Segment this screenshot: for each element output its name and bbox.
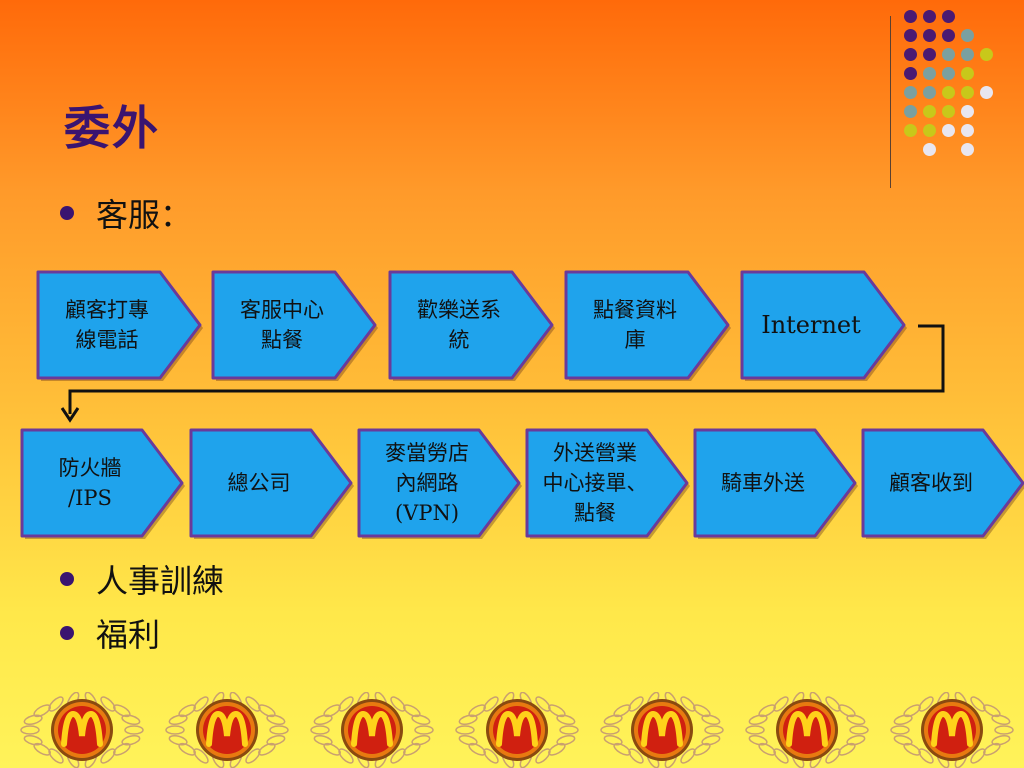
flow-step-label: 騎車外送 (721, 471, 805, 495)
decor-dot (961, 67, 974, 80)
flow-step-label: 點餐資料 (593, 298, 677, 322)
decor-dot (942, 29, 955, 42)
decor-dot (923, 124, 936, 137)
flow-step-arrow-shape (36, 270, 202, 380)
flow-connector-line (68, 324, 945, 414)
bullet-dot-icon (60, 206, 74, 220)
flow-step-arrow-shape (20, 428, 184, 538)
decor-divider-line (890, 16, 891, 188)
bullet-dot-icon (60, 626, 74, 640)
mcdonalds-medal-icon (310, 692, 434, 768)
decor-dot (923, 48, 936, 61)
decor-dot (942, 124, 955, 137)
flow-step-label: 外送營業 (553, 441, 637, 465)
decor-dot (961, 105, 974, 118)
flow-step-label: (VPN) (395, 501, 459, 525)
flow-step-row2-5: 顧客收到 (861, 428, 1024, 539)
decor-dot (961, 48, 974, 61)
decor-dot (923, 143, 936, 156)
flow-step-label: 歡樂送系 (417, 298, 501, 322)
mcdonalds-medal-icon (890, 692, 1014, 768)
bullet-text: 客服： (96, 196, 193, 234)
decor-dot (904, 105, 917, 118)
flow-step-arrow-shape (693, 428, 857, 538)
flow-connector-arrowhead-icon (60, 407, 80, 423)
flow-step-arrow-shape (525, 428, 689, 538)
flow-step-arrow-shape (211, 270, 377, 380)
flow-step-arrow-shape (564, 270, 730, 380)
decor-dot (904, 124, 917, 137)
decor-dot (923, 10, 936, 23)
decor-dot (942, 86, 955, 99)
flow-step-arrow-shape (357, 428, 521, 538)
flow-step-row2-0: 防火牆/IPS (20, 428, 185, 539)
flow-step-label: 客服中心 (240, 298, 324, 322)
mcdonalds-medal-icon (20, 692, 144, 768)
decor-dot (904, 48, 917, 61)
flow-step-label: 統 (449, 328, 470, 352)
bullet-dot-icon (60, 572, 74, 586)
decor-dot (942, 67, 955, 80)
flow-step-row1-4: Internet (740, 270, 907, 381)
mcdonalds-medal-icon (745, 692, 869, 768)
decor-dot (923, 67, 936, 80)
flow-step-label: 防火牆 (59, 456, 122, 480)
decor-dot (961, 143, 974, 156)
flow-step-label: 顧客打專 (65, 298, 149, 322)
flow-step-label: 中心接單、 (543, 471, 648, 495)
decor-dot (961, 124, 974, 137)
decor-dot (923, 86, 936, 99)
mcdonalds-medal-icon (600, 692, 724, 768)
bullet-item-welfare: 福利 (60, 610, 160, 656)
flow-step-row2-4: 騎車外送 (693, 428, 858, 539)
flow-step-label: /IPS (68, 486, 112, 510)
flow-step-label: Internet (761, 311, 861, 339)
flow-step-label: 麥當勞店 (385, 441, 469, 465)
flow-step-label: 內網路 (396, 471, 459, 495)
bullet-text: 福利 (96, 616, 161, 654)
decor-dot (961, 86, 974, 99)
flow-step-arrow-shape (740, 270, 906, 380)
flow-step-label: 顧客收到 (889, 471, 973, 495)
flow-step-arrow-shape (388, 270, 554, 380)
decor-dot (904, 67, 917, 80)
bullet-item-hr-training: 人事訓練 (60, 556, 224, 602)
decor-dot (942, 48, 955, 61)
flow-step-label: 點餐 (574, 501, 616, 525)
flow-step-label: 總公司 (228, 471, 291, 495)
decor-dot (923, 105, 936, 118)
flow-step-row2-1: 總公司 (189, 428, 354, 539)
flow-step-label: 庫 (625, 328, 646, 352)
bullet-text: 人事訓練 (96, 562, 225, 600)
mcdonalds-medal-icon (455, 692, 579, 768)
decor-dot (942, 105, 955, 118)
decor-dot (904, 29, 917, 42)
decor-dot (980, 86, 993, 99)
slide-title: 委外 (64, 101, 160, 155)
flow-step-label: 點餐 (261, 328, 303, 352)
bullet-item-customer-service: 客服： (60, 190, 192, 236)
flow-step-arrow-shape (189, 428, 353, 538)
decor-dot (904, 10, 917, 23)
decor-dot (942, 10, 955, 23)
decor-dot (904, 86, 917, 99)
decor-dot (923, 29, 936, 42)
flow-step-label: 線電話 (76, 328, 139, 352)
decor-medal-row (0, 692, 1024, 768)
mcdonalds-medal-icon (165, 692, 289, 768)
decor-dot (980, 48, 993, 61)
decor-dot (961, 29, 974, 42)
flow-step-arrow-shape (861, 428, 1024, 538)
